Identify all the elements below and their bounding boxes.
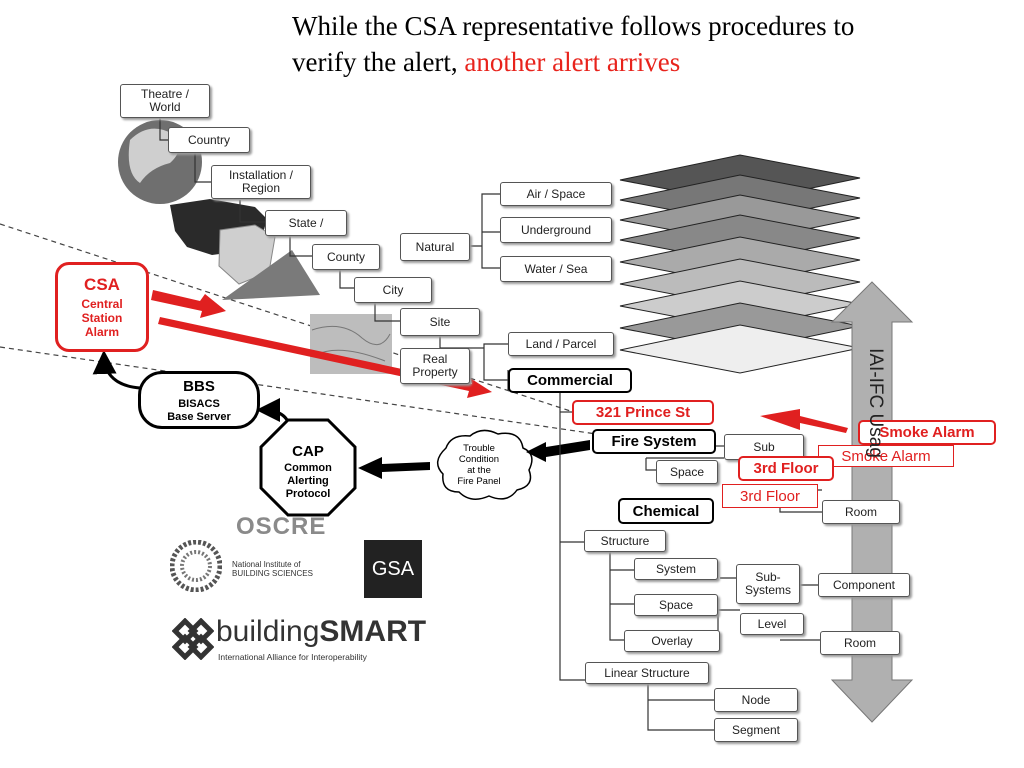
title-line-1: While the CSA representative follows pro… bbox=[292, 11, 855, 41]
arrow-fire-to-cloud bbox=[526, 440, 590, 462]
nibs-logo-text: National Institute of BUILDING SCIENCES bbox=[232, 560, 313, 578]
map-layers-stack bbox=[619, 154, 861, 374]
arrow-cloud-to-cap bbox=[358, 457, 430, 479]
box-land-parcel: Land / Parcel bbox=[508, 332, 614, 356]
box-level: Level bbox=[740, 613, 804, 635]
trouble-condition-label: Trouble Condition at the Fire Panel bbox=[457, 443, 501, 487]
box-space-lower: Space bbox=[634, 594, 718, 616]
bbs-subtitle: BISACS Base Server bbox=[167, 398, 231, 423]
usage-arrow-label: IAI-IFC Usag bbox=[865, 348, 886, 458]
box-county: County bbox=[312, 244, 380, 270]
buildingsmart-logo-icon bbox=[171, 617, 215, 661]
oscre-logo: OSCRE bbox=[236, 513, 327, 540]
box-fire-system: Fire System bbox=[592, 429, 716, 454]
box-chemical: Chemical bbox=[618, 498, 714, 524]
box-country: Country bbox=[168, 127, 250, 153]
box-theatre-world: Theatre / World bbox=[120, 84, 210, 118]
title-line-2: verify the alert, another alert arrives bbox=[292, 44, 1017, 80]
buildingsmart-tagline: International Alliance for Interoperabil… bbox=[218, 652, 367, 662]
box-natural: Natural bbox=[400, 233, 470, 261]
buildingsmart-bold: SMART bbox=[319, 615, 427, 648]
csa-subtitle: Central Station Alarm bbox=[81, 297, 123, 339]
box-commercial: Commercial bbox=[508, 368, 632, 393]
box-node: Node bbox=[714, 688, 798, 712]
box-air-space: Air / Space bbox=[500, 182, 612, 206]
buildingsmart-wordmark: buildingSMART bbox=[216, 616, 426, 648]
buildingsmart-light: building bbox=[216, 615, 320, 648]
box-structure: Structure bbox=[584, 530, 666, 552]
nibs-line-1: National Institute of bbox=[232, 560, 301, 569]
box-segment: Segment bbox=[714, 718, 798, 742]
cap-title: CAP bbox=[292, 443, 324, 460]
cap-octagon bbox=[259, 418, 357, 517]
box-smoke-alarm-bold: Smoke Alarm bbox=[858, 420, 996, 445]
box-water-sea: Water / Sea bbox=[500, 256, 612, 282]
title-line-2-prefix: verify the alert, bbox=[292, 47, 465, 77]
box-overlay: Overlay bbox=[624, 630, 720, 652]
bbs-box: BBS BISACS Base Server bbox=[138, 371, 260, 429]
gsa-logo: GSA bbox=[364, 540, 422, 598]
box-installation-region: Installation / Region bbox=[211, 165, 311, 199]
county-map-image bbox=[222, 250, 320, 300]
red-arrow-to-map bbox=[151, 290, 226, 318]
box-321-prince-st: 321 Prince St bbox=[572, 400, 714, 425]
title-highlight: another alert arrives bbox=[464, 47, 681, 77]
box-3rd-floor-light: 3rd Floor bbox=[722, 484, 818, 508]
tree-connectors bbox=[159, 118, 822, 731]
csa-title: CSA bbox=[84, 275, 120, 294]
box-space-upper: Space bbox=[656, 460, 718, 484]
box-system: System bbox=[634, 558, 718, 580]
bbs-title: BBS bbox=[183, 378, 215, 395]
box-site: Site bbox=[400, 308, 480, 336]
box-3rd-floor-bold: 3rd Floor bbox=[738, 456, 834, 481]
trouble-cloud bbox=[437, 429, 533, 500]
box-room-bottom: Room bbox=[820, 631, 900, 655]
box-linear-structure: Linear Structure bbox=[585, 662, 709, 684]
csa-box: CSA Central Station Alarm bbox=[55, 262, 149, 352]
red-arrow-smoke-alarm bbox=[760, 409, 848, 433]
box-component: Component bbox=[818, 573, 910, 597]
box-smoke-alarm-light: Smoke Alarm bbox=[818, 445, 954, 467]
cap-subtitle: Common Alerting Protocol bbox=[284, 462, 332, 500]
slide-title: While the CSA representative follows pro… bbox=[292, 8, 1017, 80]
nibs-line-2: BUILDING SCIENCES bbox=[232, 569, 313, 578]
box-sub-systems: Sub- Systems bbox=[736, 564, 800, 604]
box-underground: Underground bbox=[500, 217, 612, 243]
box-state: State / bbox=[265, 210, 347, 236]
nibs-logo-icon bbox=[169, 539, 223, 593]
arrow-bbs-to-csa bbox=[92, 350, 141, 390]
box-room-top: Room bbox=[822, 500, 900, 524]
box-city: City bbox=[354, 277, 432, 303]
box-real-property: Real Property bbox=[400, 348, 470, 384]
